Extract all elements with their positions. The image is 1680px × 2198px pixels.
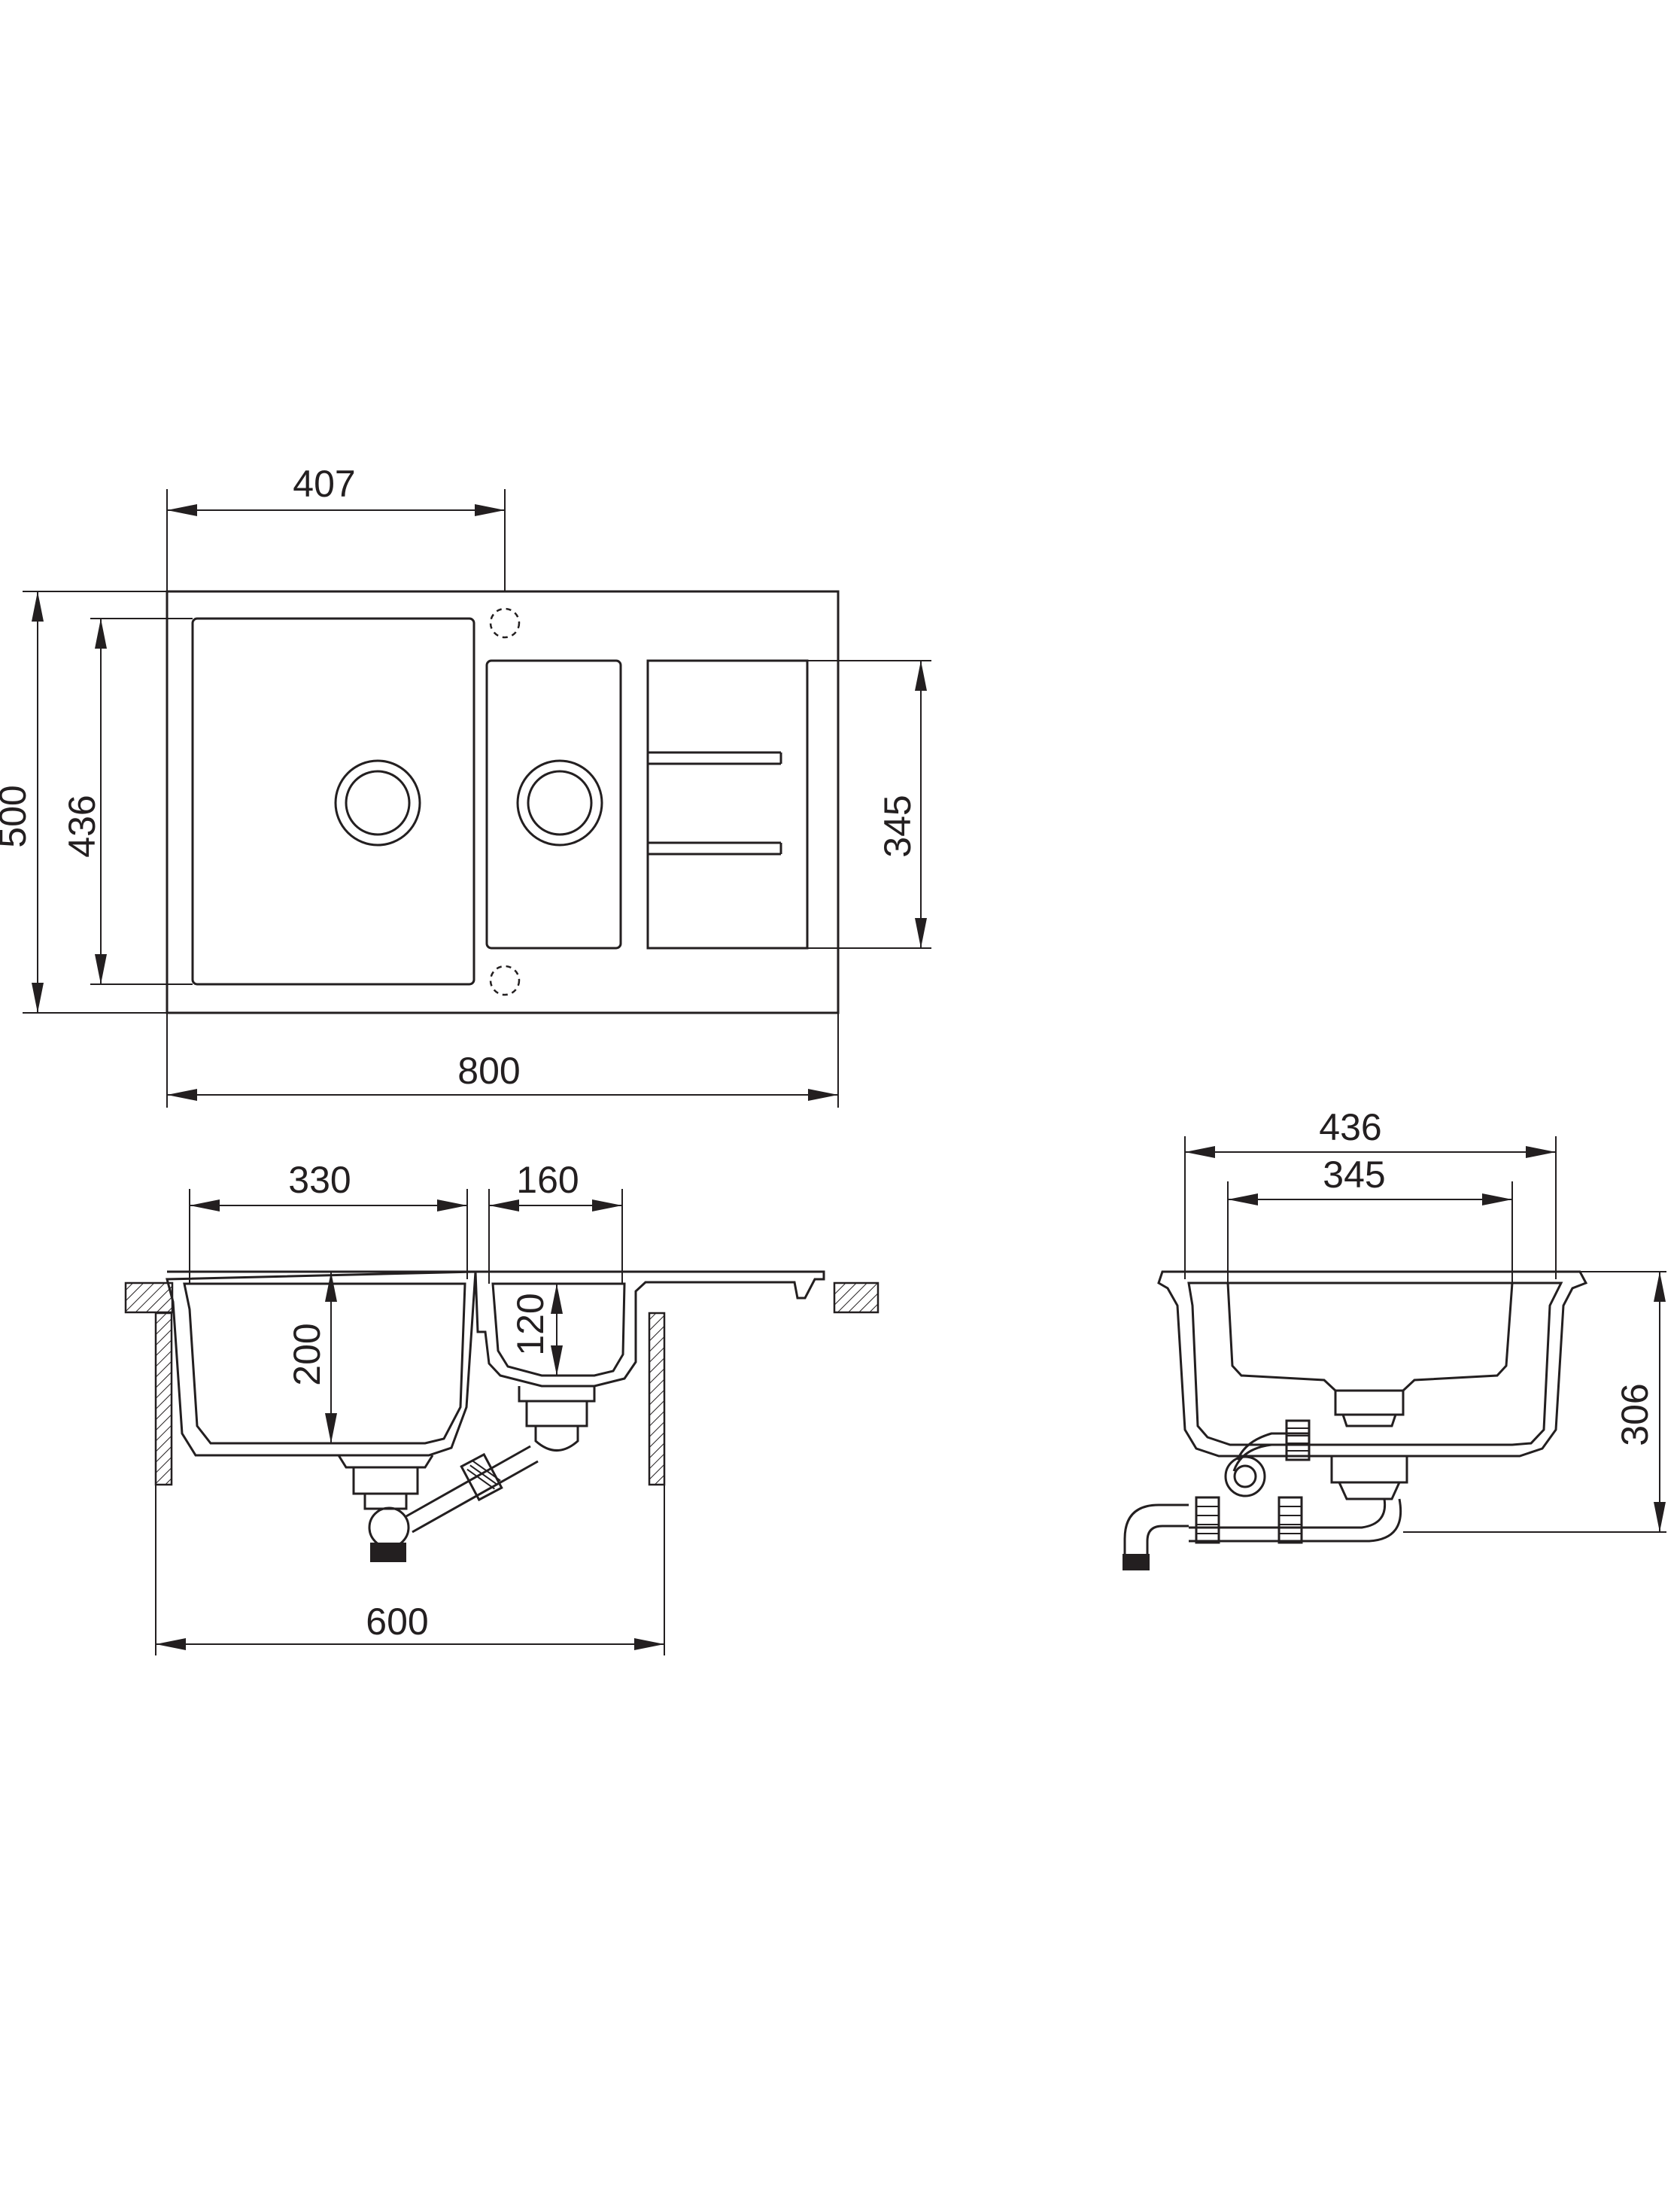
small-bowl xyxy=(485,659,622,950)
side-outlet xyxy=(1123,1554,1150,1570)
small-drain-bottom xyxy=(534,1426,579,1452)
dim-800: 800 xyxy=(457,1050,520,1092)
pipe-coupling xyxy=(460,1452,503,1502)
dim-200: 200 xyxy=(286,1323,328,1385)
side-dim-436: 436 xyxy=(1319,1106,1381,1148)
dim-120: 120 xyxy=(509,1293,551,1355)
drainer-groove-2 xyxy=(648,841,782,856)
countertop-left xyxy=(124,1281,174,1314)
drainer xyxy=(646,659,809,950)
main-drain-body xyxy=(352,1467,419,1495)
dim-500: 500 xyxy=(0,785,34,847)
overflow-pipe xyxy=(406,1445,539,1534)
small-bowl-drain-inner xyxy=(527,770,593,836)
dim-407: 407 xyxy=(293,463,355,505)
small-drain-body xyxy=(525,1401,588,1427)
side-sink-outer xyxy=(1157,1270,1588,1458)
side-lower-drain xyxy=(1330,1456,1408,1484)
drainer-groove-1 xyxy=(648,751,782,765)
side-dim-306: 306 xyxy=(1614,1383,1656,1446)
main-bowl-section xyxy=(183,1282,466,1445)
side-overflow-pipe xyxy=(1232,1432,1309,1472)
side-elbow xyxy=(1123,1503,1189,1554)
side-upper-drain xyxy=(1334,1391,1405,1416)
cabinet-side-right xyxy=(648,1312,666,1486)
main-trap-outlet xyxy=(370,1543,406,1562)
main-bowl xyxy=(191,617,475,986)
side-sink-body xyxy=(1187,1281,1563,1446)
main-drain-flange xyxy=(337,1455,434,1469)
side-coupling-lower xyxy=(1277,1496,1303,1544)
small-bowl-drain-outer xyxy=(516,759,603,847)
main-trap xyxy=(368,1506,410,1549)
countertop-right xyxy=(833,1281,879,1314)
front-view: 330 160 200 120 600 xyxy=(124,1159,879,1655)
dim-600: 600 xyxy=(366,1601,428,1643)
dim-345: 345 xyxy=(876,795,919,857)
side-coupling-left xyxy=(1195,1496,1220,1544)
side-view: 436 345 306 xyxy=(1123,1106,1666,1570)
tap-hole-bottom xyxy=(489,965,521,996)
side-upper-drain-bottom xyxy=(1341,1414,1397,1427)
main-drain-nut xyxy=(363,1492,408,1510)
dim-160: 160 xyxy=(516,1159,579,1201)
side-bowl-section xyxy=(1226,1282,1514,1392)
sink-profile-outer xyxy=(166,1270,825,1457)
side-overflow-fitting-inner xyxy=(1233,1464,1257,1488)
side-coupling-upper xyxy=(1285,1419,1311,1461)
side-overflow-fitting xyxy=(1224,1455,1266,1497)
dim-436: 436 xyxy=(61,795,103,857)
top-view: 407 500 436 345 800 xyxy=(0,463,931,1108)
sink-outline xyxy=(166,590,840,1014)
side-drain-pipe xyxy=(1189,1498,1402,1543)
side-dim-345: 345 xyxy=(1323,1154,1385,1196)
main-bowl-drain-outer xyxy=(334,759,421,847)
side-lower-drain-bottom xyxy=(1338,1482,1401,1500)
small-bowl-section xyxy=(491,1282,626,1377)
main-bowl-drain-inner xyxy=(345,770,411,836)
small-drain-flange xyxy=(518,1386,596,1403)
tap-hole-top xyxy=(489,607,521,639)
dim-330: 330 xyxy=(288,1159,351,1201)
cabinet-side-left xyxy=(154,1312,173,1486)
